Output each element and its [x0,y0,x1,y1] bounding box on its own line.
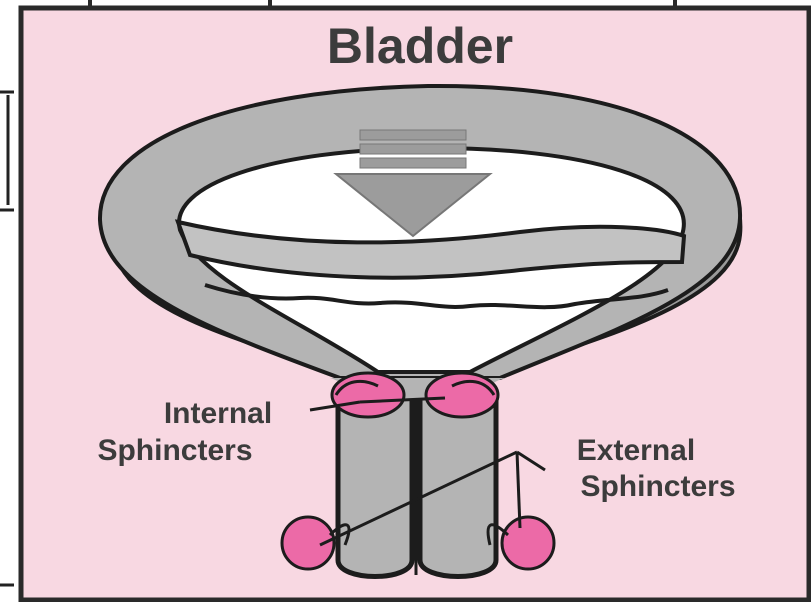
diagram-title: Bladder [327,18,513,74]
external-sphincters-label-line2: Sphincters [580,470,735,503]
internal-sphincter-right [426,373,498,417]
internal-sphincter-left [332,373,404,417]
internal-sphincters-label-line1: Internal [164,397,272,430]
urethra-right [420,395,496,577]
external-sphincters-label-line1: External [577,434,695,467]
urethra-left [338,395,412,577]
external-sphincter-right [502,517,554,569]
internal-sphincters-label-line2: Sphincters [97,434,252,467]
